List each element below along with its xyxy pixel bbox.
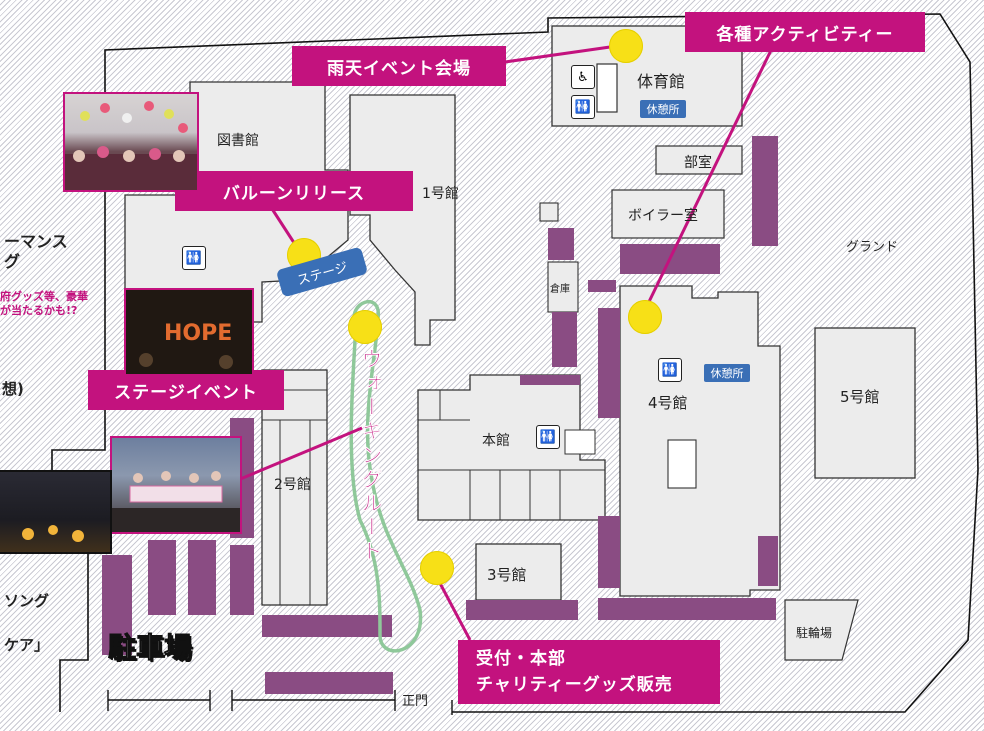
storage-label: 倉庫 — [550, 284, 570, 295]
library-label: 図書館 — [217, 133, 259, 149]
walking-route-marker[interactable] — [348, 310, 382, 344]
side-text-6: ソング — [4, 592, 50, 610]
rest-area-gym-tag: 休憩所 — [640, 100, 686, 118]
activities-callout[interactable]: 各種アクティビティー — [685, 12, 925, 52]
reception-line2: チャリティーグッズ販売 — [476, 675, 673, 695]
clubroom-building — [655, 145, 743, 175]
wheelchair-icon: ♿ — [571, 65, 595, 89]
reception-line1: 受付・本部 — [476, 649, 566, 669]
walking-photo — [110, 436, 242, 534]
clubroom-label: 部室 — [684, 155, 712, 171]
reception-callout[interactable]: 受付・本部 チャリティーグッズ販売 — [458, 640, 720, 704]
walking-photo-art — [112, 471, 240, 532]
rain-venue-callout[interactable]: 雨天イベント会場 — [292, 46, 506, 86]
side-text-4: が当たるかも!? — [0, 304, 78, 317]
building-5-label: 5号館 — [840, 388, 880, 406]
candle-photo — [0, 470, 112, 554]
building-3 — [475, 543, 562, 601]
main-building-label: 本館 — [482, 433, 510, 449]
bike-parking — [784, 599, 859, 661]
boiler-building — [611, 189, 725, 239]
walking-route-label: ウォーキングルート — [359, 348, 383, 564]
building-4-label: 4号館 — [648, 394, 688, 412]
side-text-3: 府グッズ等、豪華 — [0, 290, 88, 303]
balloon-photo-art — [65, 101, 197, 190]
activities-marker[interactable] — [628, 300, 662, 334]
campus-boundary — [51, 13, 979, 713]
side-text-5: 想) — [2, 380, 24, 398]
building-1 — [349, 94, 456, 346]
reception-marker[interactable] — [420, 551, 454, 585]
candle-photo-art — [22, 525, 84, 542]
restroom-icon: 🚻 — [536, 425, 560, 449]
rain-venue-marker[interactable] — [609, 29, 643, 63]
main-building — [417, 374, 606, 521]
parking-lots — [102, 136, 778, 694]
stage-photo-art: HOPE — [126, 290, 252, 374]
ground-label: グランド — [846, 240, 899, 255]
restroom-icon: 🚻 — [571, 95, 595, 119]
stage-photo: HOPE — [124, 288, 254, 376]
restroom-icon: 🚻 — [658, 358, 682, 382]
building-3-label: 3号館 — [487, 566, 527, 584]
bike-parking-label: 駐輪場 — [796, 626, 833, 640]
storage-building — [547, 261, 579, 313]
rest-area-bldg4-tag: 休憩所 — [704, 364, 750, 382]
side-text-7: ケア」 — [4, 636, 50, 654]
boiler-label: ボイラー室 — [628, 208, 698, 224]
hope-sign: HOPE — [164, 321, 232, 346]
side-text-2: グ — [4, 252, 21, 271]
stage-event-callout[interactable]: ステージイベント — [88, 370, 284, 410]
side-text-1: ーマンス — [4, 232, 68, 251]
building-2-label: 2号館 — [274, 477, 311, 493]
main-gate-label: 正門 — [402, 694, 429, 709]
balloon-callout[interactable]: バルーンリリース — [175, 171, 413, 211]
building-1-label: 1号館 — [422, 186, 459, 202]
restroom-icon: 🚻 — [182, 246, 206, 270]
building-5 — [814, 327, 916, 479]
parking-label: 駐車場 — [107, 631, 193, 665]
gym-label: 体育館 — [637, 72, 686, 91]
balloon-photo — [63, 92, 199, 192]
